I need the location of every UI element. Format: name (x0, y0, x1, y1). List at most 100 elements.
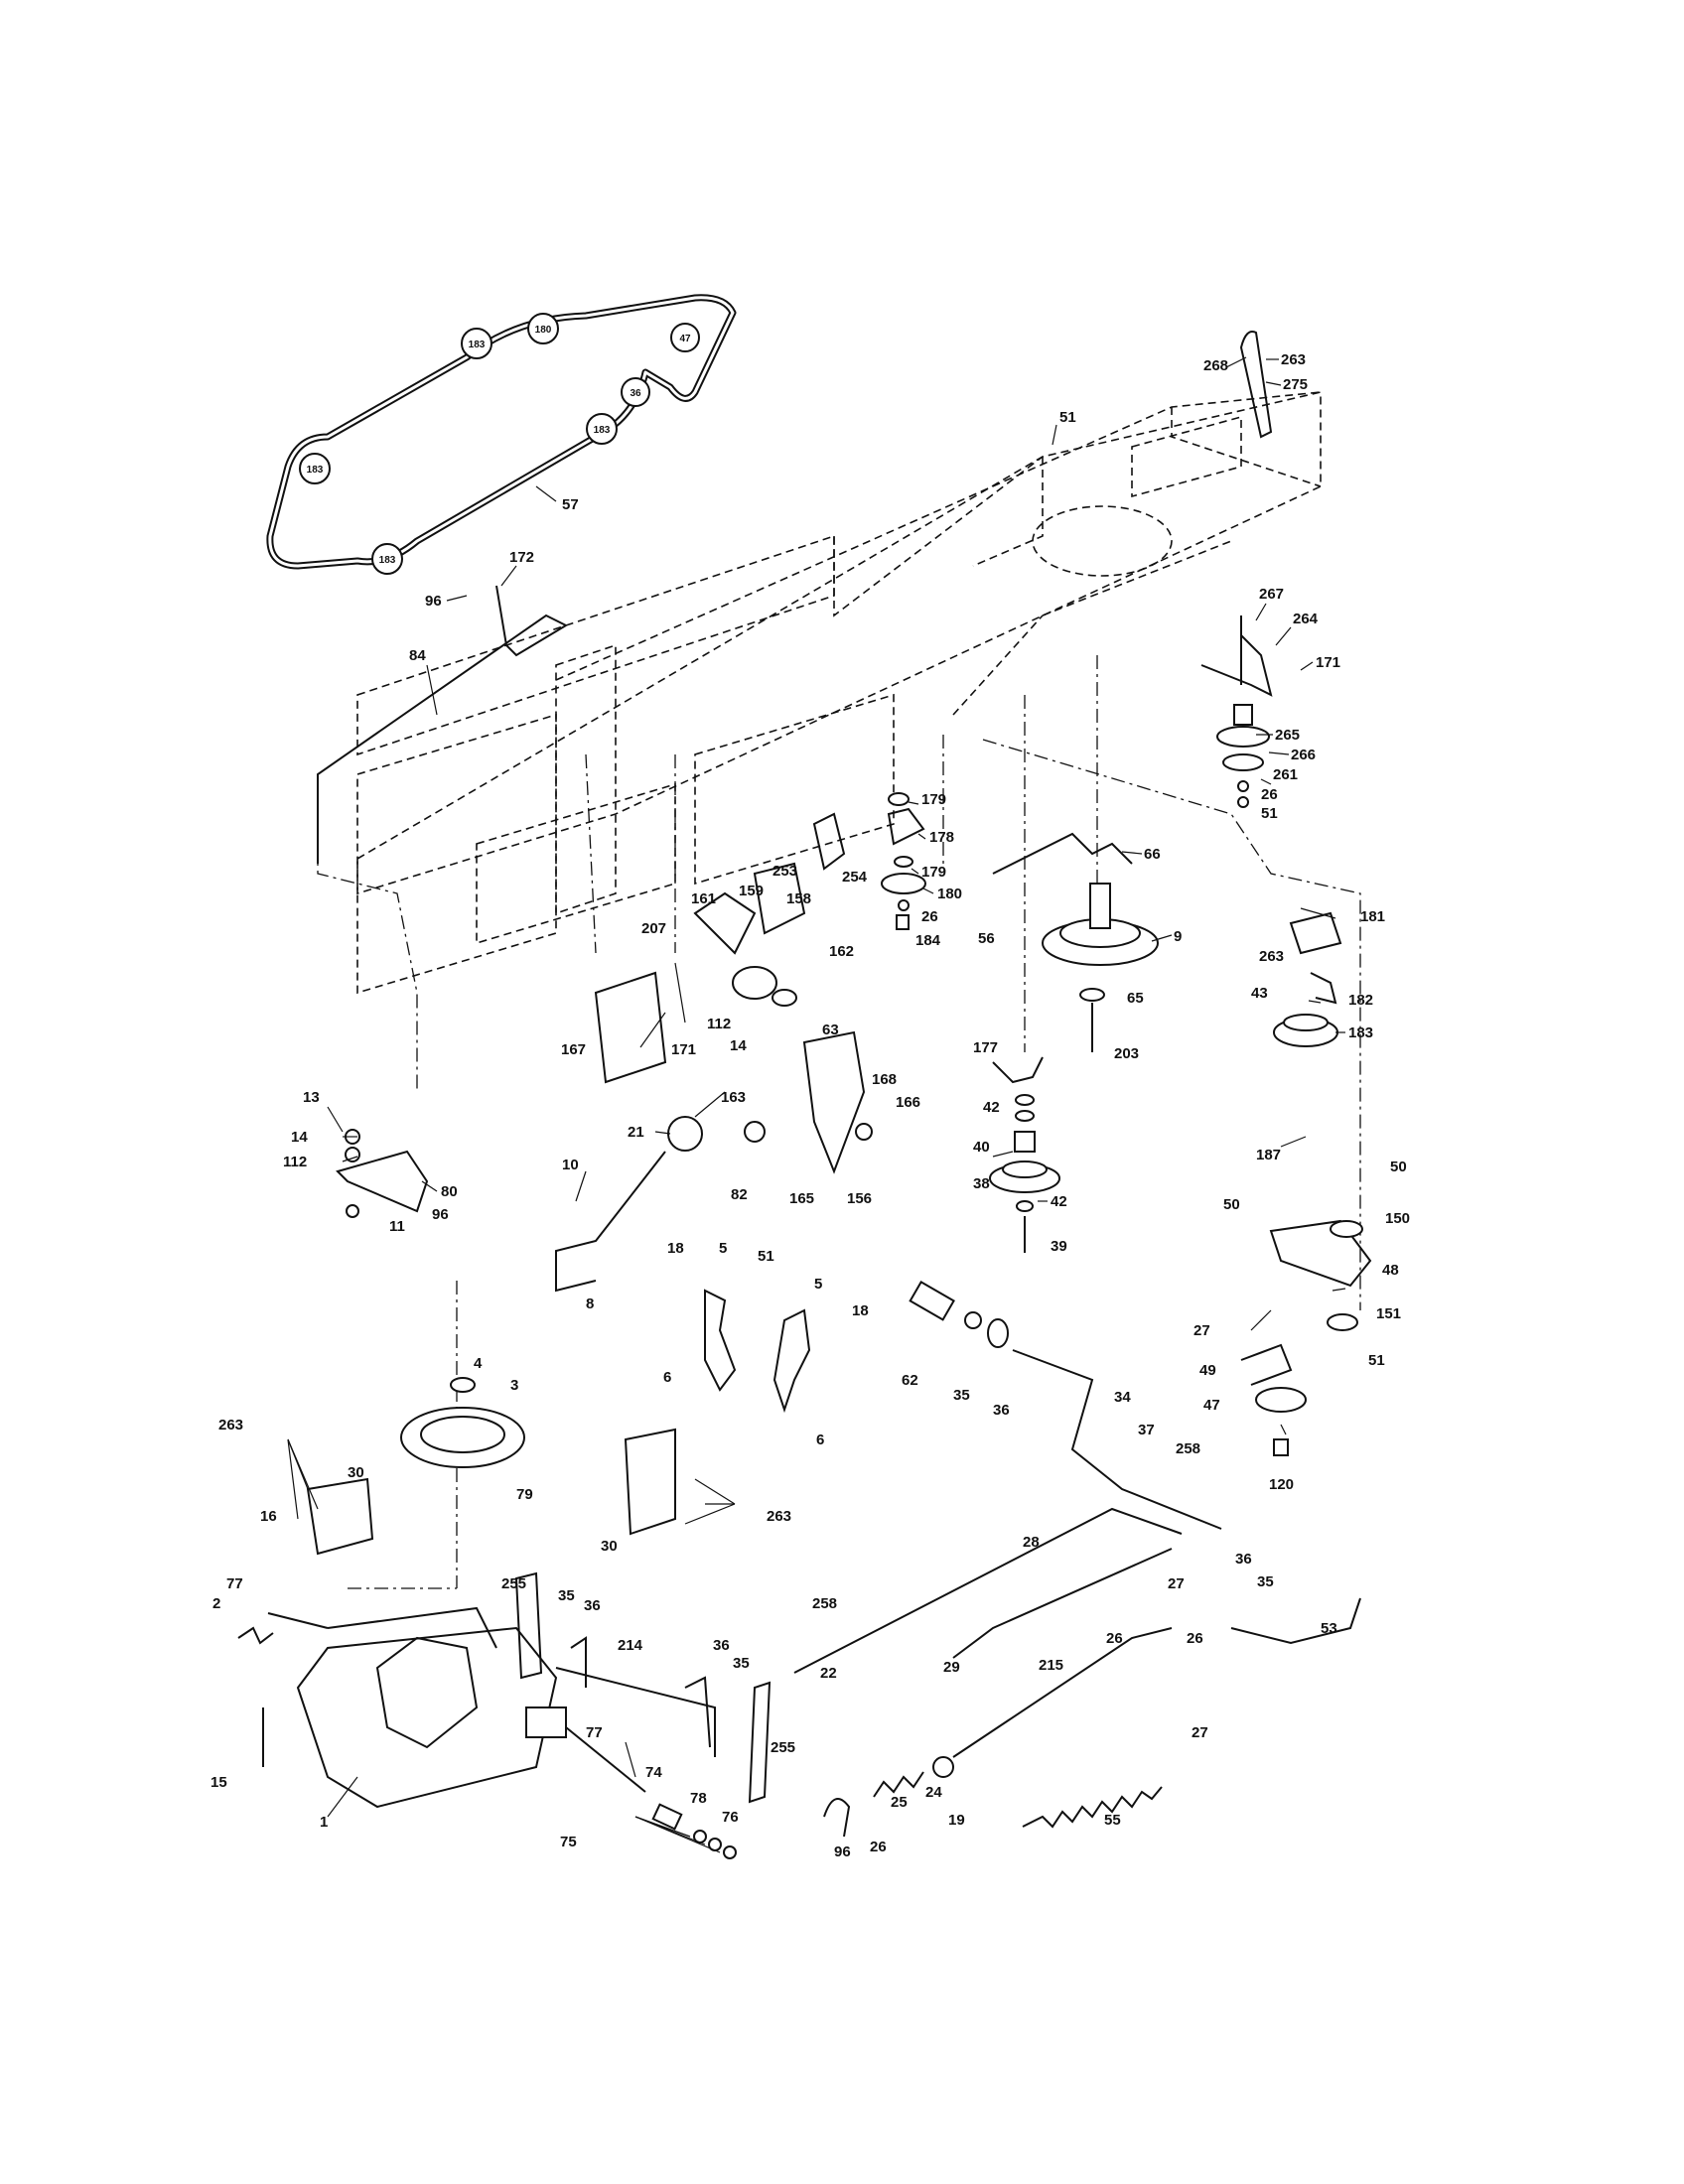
callout-215: 215 (1039, 1657, 1063, 1674)
callout-27b: 27 (1168, 1575, 1185, 1592)
callout-37: 37 (1138, 1422, 1155, 1438)
callout-9: 9 (1174, 928, 1182, 945)
callout-75: 75 (560, 1834, 577, 1850)
callout-3: 3 (510, 1377, 518, 1394)
callout-265: 265 (1275, 727, 1300, 744)
callout-19: 19 (948, 1812, 965, 1829)
callout-56: 56 (978, 930, 995, 947)
frame-dashed (356, 390, 1322, 995)
svg-text:47: 47 (679, 334, 691, 344)
callout-184: 184 (915, 932, 941, 949)
callout-214: 214 (618, 1637, 643, 1654)
callout-255b: 255 (771, 1739, 795, 1756)
callout-11: 11 (389, 1218, 405, 1235)
callout-159: 159 (739, 883, 764, 899)
callout-62: 62 (902, 1372, 918, 1389)
svg-text:183: 183 (469, 340, 486, 350)
callout-96: 96 (425, 593, 442, 610)
callout-21: 21 (628, 1124, 644, 1141)
callout-112b: 112 (283, 1154, 307, 1170)
belt-pulley-183-a: 183 (461, 328, 492, 359)
callout-22: 22 (820, 1665, 837, 1682)
drive-belt: 183 180 47 36 183 183 183 57 (266, 294, 737, 575)
callout-25: 25 (891, 1794, 908, 1811)
callout-29: 29 (943, 1659, 960, 1676)
callout-150: 150 (1385, 1210, 1410, 1227)
callout-30b: 30 (601, 1538, 618, 1555)
callout-171: 171 (1316, 654, 1340, 671)
svg-text:183: 183 (594, 425, 611, 436)
belt-pulley-36: 36 (621, 377, 650, 407)
callout-26e: 26 (870, 1839, 887, 1855)
callout-16: 16 (260, 1508, 277, 1525)
callout-268: 268 (1203, 357, 1228, 374)
callout-51d: 51 (1368, 1352, 1385, 1369)
callout-179b: 179 (921, 864, 946, 881)
callout-50b: 50 (1390, 1159, 1407, 1175)
callout-263d: 263 (767, 1508, 791, 1525)
callout-5b: 5 (814, 1276, 822, 1293)
callout-178: 178 (929, 829, 954, 846)
callout-266: 266 (1291, 747, 1316, 763)
callout-8: 8 (586, 1296, 594, 1312)
callout-207: 207 (641, 920, 666, 937)
callout-168: 168 (872, 1071, 897, 1088)
callout-51: 51 (1059, 409, 1076, 426)
callout-18: 18 (667, 1240, 684, 1257)
callout-156: 156 (847, 1190, 872, 1207)
callout-18b: 18 (852, 1302, 869, 1319)
belt-pulley-183-b: 183 (586, 413, 618, 445)
belt-pulley-183-c: 183 (299, 453, 331, 484)
belt-pulley-180: 180 (527, 313, 559, 344)
callout-49: 49 (1199, 1362, 1216, 1379)
svg-text:183: 183 (379, 555, 396, 566)
callout-167: 167 (561, 1041, 586, 1058)
callout-24: 24 (925, 1784, 942, 1801)
callout-267: 267 (1259, 586, 1284, 603)
svg-text:183: 183 (307, 465, 324, 476)
callout-26c: 26 (1106, 1630, 1123, 1647)
callout-26: 26 (1261, 786, 1278, 803)
callout-253: 253 (772, 863, 797, 880)
callout-180: 180 (937, 886, 962, 902)
callout-35b: 35 (1257, 1573, 1274, 1590)
callout-187: 187 (1256, 1147, 1281, 1163)
callout-39: 39 (1051, 1238, 1067, 1255)
callout-27c: 27 (1192, 1724, 1208, 1741)
callout-53: 53 (1321, 1620, 1337, 1637)
callout-26b: 26 (921, 908, 938, 925)
callout-162: 162 (829, 943, 854, 960)
callout-263: 263 (1281, 351, 1306, 368)
callout-77: 77 (226, 1575, 243, 1592)
callout-254: 254 (842, 869, 868, 886)
callout-35c: 35 (558, 1587, 575, 1604)
callout-10: 10 (562, 1157, 579, 1173)
callout-161: 161 (691, 890, 716, 907)
callout-14: 14 (730, 1037, 747, 1054)
callout-26d: 26 (1187, 1630, 1203, 1647)
callout-96c: 96 (834, 1843, 851, 1860)
callout-263c: 263 (218, 1417, 243, 1433)
callout-55: 55 (1104, 1812, 1121, 1829)
callout-35d: 35 (733, 1655, 750, 1672)
callout-158: 158 (786, 890, 811, 907)
callout-48: 48 (1382, 1262, 1399, 1279)
callout-258b: 258 (812, 1595, 837, 1612)
callout-171b: 171 (671, 1041, 696, 1058)
callout-27: 27 (1193, 1322, 1210, 1339)
callout-28: 28 (1023, 1534, 1040, 1551)
callout-112: 112 (707, 1016, 731, 1032)
belt-pulley-47: 47 (670, 323, 700, 352)
callout-151: 151 (1376, 1305, 1401, 1322)
callout-203: 203 (1114, 1045, 1139, 1062)
callout-166: 166 (896, 1094, 920, 1111)
callout-36c: 36 (584, 1597, 601, 1614)
callout-258: 258 (1176, 1440, 1200, 1457)
callout-181: 181 (1360, 908, 1385, 925)
callout-65: 65 (1127, 990, 1144, 1007)
callout-47: 47 (1203, 1397, 1220, 1414)
callout-261: 261 (1273, 766, 1298, 783)
callout-179: 179 (921, 791, 946, 808)
callout-66: 66 (1144, 846, 1161, 863)
